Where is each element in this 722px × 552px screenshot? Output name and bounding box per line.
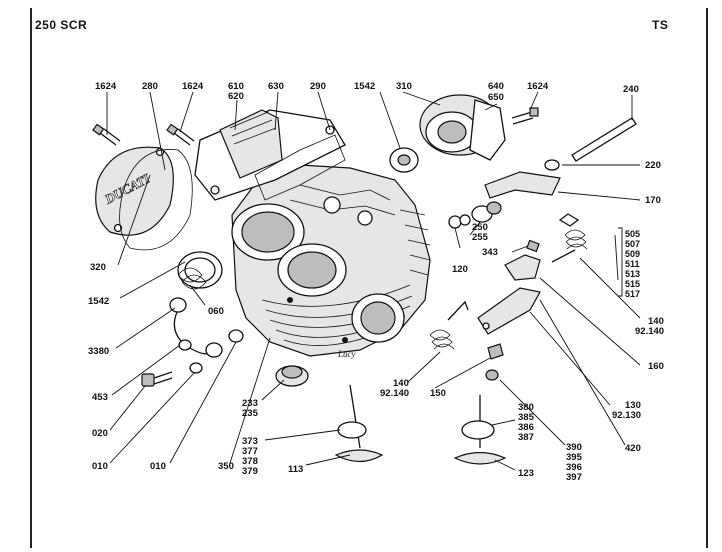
valve-123 xyxy=(453,369,507,465)
label-280: 280 xyxy=(142,81,158,92)
label-650: 650 xyxy=(488,92,504,103)
label-513: 513 xyxy=(625,269,640,279)
label-120: 120 xyxy=(452,264,468,275)
label-250: 250 xyxy=(472,222,488,233)
label-610: 610 xyxy=(228,81,244,92)
washer-010b xyxy=(228,329,244,343)
label-507: 507 xyxy=(625,239,640,249)
model-title: 250 SCR xyxy=(35,18,88,32)
spark-plug-cap-233 xyxy=(275,365,309,387)
label-377: 377 xyxy=(242,446,258,457)
label-1624-b: 1624 xyxy=(182,81,204,92)
cover-gasket xyxy=(119,149,193,251)
label-92140-b: 92.140 xyxy=(380,388,409,399)
label-350: 350 xyxy=(218,461,234,472)
label-92140-a: 92.140 xyxy=(635,326,664,337)
washer-220 xyxy=(544,159,560,171)
label-453: 453 xyxy=(92,392,108,403)
label-511: 511 xyxy=(625,259,640,269)
hairpin-spring-140-lower xyxy=(429,300,469,350)
rocker-cover-plate xyxy=(194,109,346,201)
spring-group-505-517 xyxy=(551,213,588,263)
bearing-1542-lower xyxy=(177,251,223,289)
rocker-160 xyxy=(504,254,541,281)
rocker-arm-170 xyxy=(484,171,561,199)
spring-060 xyxy=(177,267,207,290)
leader-lines xyxy=(106,91,641,471)
label-630: 630 xyxy=(268,81,284,92)
label-385: 385 xyxy=(518,412,535,423)
label-373: 373 xyxy=(242,436,258,447)
label-140-b: 140 xyxy=(393,378,409,389)
label-396: 396 xyxy=(566,462,582,473)
rocker-shaft-240 xyxy=(571,117,637,162)
valve-113 xyxy=(334,384,384,463)
label-170: 170 xyxy=(645,195,661,206)
cam-cover-310 xyxy=(419,94,506,161)
washer-010a xyxy=(189,362,203,374)
label-1624-a: 1624 xyxy=(95,81,117,92)
section-code: TS xyxy=(652,18,669,32)
label-255: 255 xyxy=(472,232,489,243)
label-509: 509 xyxy=(625,249,640,259)
label-3380: 3380 xyxy=(88,346,109,357)
label-290: 290 xyxy=(310,81,326,92)
label-240: 240 xyxy=(623,84,639,95)
label-1624-c: 1624 xyxy=(527,81,549,92)
label-378: 378 xyxy=(242,456,258,467)
bolt-020 xyxy=(141,371,173,387)
washer-453 xyxy=(178,339,192,351)
label-620: 620 xyxy=(228,91,244,102)
label-379: 379 xyxy=(242,466,258,477)
label-386: 386 xyxy=(518,422,534,433)
label-505: 505 xyxy=(625,229,640,239)
label-010-a: 010 xyxy=(92,461,108,472)
label-397: 397 xyxy=(566,472,582,483)
washer-120a xyxy=(448,215,462,229)
left-border-rule xyxy=(30,8,32,548)
label-343: 343 xyxy=(482,247,498,258)
label-130: 130 xyxy=(625,400,641,411)
label-1542-b: 1542 xyxy=(88,296,109,307)
label-233: 233 xyxy=(242,398,258,409)
right-border-rule xyxy=(706,8,708,548)
label-395: 395 xyxy=(566,452,583,463)
label-310: 310 xyxy=(396,81,412,92)
label-123: 123 xyxy=(518,468,534,479)
label-517: 517 xyxy=(625,289,640,299)
label-150: 150 xyxy=(430,388,446,399)
label-1542-a: 1542 xyxy=(354,81,375,92)
pin-343 xyxy=(526,239,540,253)
retainer-150 xyxy=(487,343,504,360)
label-220: 220 xyxy=(645,160,661,171)
artist-signature: Lucy xyxy=(337,349,356,359)
label-140-a: 140 xyxy=(648,316,664,327)
label-060: 060 xyxy=(208,306,224,317)
label-160: 160 xyxy=(648,361,664,372)
label-010-b: 010 xyxy=(150,461,166,472)
ducati-side-cover: DUCATI xyxy=(95,146,174,236)
cylinder-head xyxy=(231,164,431,357)
label-020: 020 xyxy=(92,428,108,439)
head-gasket-290 xyxy=(254,134,346,201)
label-515: 515 xyxy=(625,279,640,289)
label-640: 640 xyxy=(488,81,504,92)
rocker-130 xyxy=(477,287,541,335)
bearing-1542-upper xyxy=(389,147,419,173)
label-235: 235 xyxy=(242,408,259,419)
label-387: 387 xyxy=(518,432,534,443)
label-420: 420 xyxy=(625,443,641,454)
label-380: 380 xyxy=(518,402,534,413)
label-320: 320 xyxy=(90,262,106,273)
label-92130: 92.130 xyxy=(612,410,641,421)
label-390: 390 xyxy=(566,442,582,453)
part-number-labels: 1624 280 1624 610 620 630 290 1542 310 6… xyxy=(88,81,664,483)
eccentric-250-255 xyxy=(471,201,502,223)
washer-120b xyxy=(459,214,471,226)
label-113: 113 xyxy=(288,464,303,475)
